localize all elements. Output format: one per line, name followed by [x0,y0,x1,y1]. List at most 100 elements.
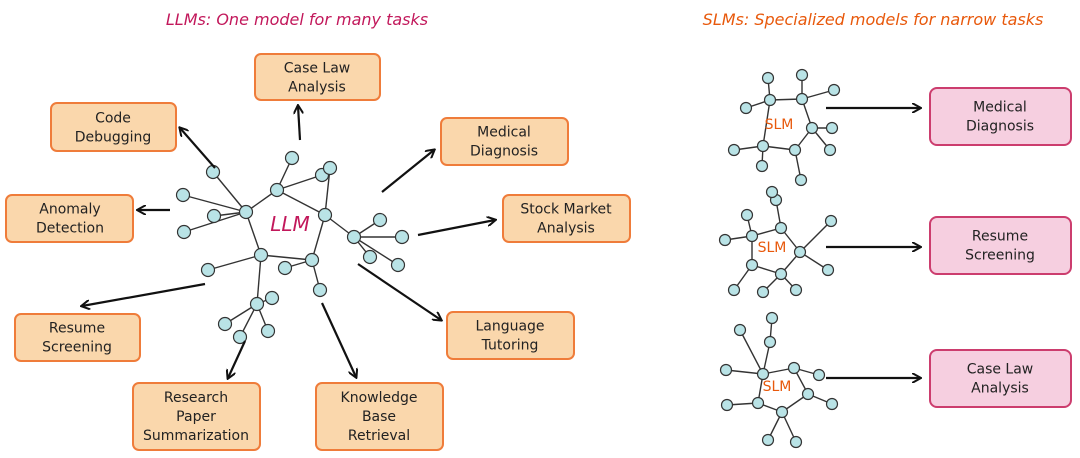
graph-node [740,208,754,222]
task-label-line: Case Law [284,61,351,77]
graph-node [394,229,410,245]
task-label-line: Knowledge [341,390,418,406]
graph-edge [212,171,247,213]
task-label-line: Resume [972,229,1028,245]
task-label-line: Base [362,409,396,425]
graph-edge [799,220,832,253]
task-label-line: Stock Market [520,202,612,218]
graph-edge [762,99,771,147]
graph-node [821,263,835,277]
graph-node [176,224,192,240]
graph-node [200,262,216,278]
task-label-line: Screening [42,340,112,356]
graph-node [372,212,388,228]
slm-title: SLMs: Specialized models for narrow task… [703,10,1044,29]
graph-node [795,68,809,82]
graph-node [739,101,753,115]
task-label-line: Debugging [75,130,152,146]
task-label-line: Medical [973,100,1027,116]
graph-node [745,229,759,243]
graph-node [264,290,280,306]
graph-node [362,249,378,265]
graph-node [733,323,747,337]
graph-node [775,405,789,419]
graph-node [205,164,221,180]
task-label-line: Detection [36,221,104,237]
graph-node [793,245,807,259]
graph-node [745,258,759,272]
arrow-to-code-debugging [180,128,216,169]
graph-node [756,285,770,299]
graph-node [787,361,801,375]
arrow-to-medical-diagnosis [381,150,434,193]
graph-node [317,207,333,223]
graph-node [249,296,265,312]
arrow-to-knowledge-base [321,302,356,377]
graph-node [346,229,362,245]
graph-node [304,252,320,268]
task-label-line: Summarization [143,428,249,444]
graph-node [795,92,809,106]
slm-network-3 [719,311,839,449]
arrow-to-research-paper [228,340,246,378]
llm-center-label: LLM [270,212,310,236]
graph-node [718,233,732,247]
graph-node [824,214,838,228]
graph-node [774,267,788,281]
graph-node [312,282,328,298]
arrow-to-case-law [298,106,300,141]
slm-network-2 [718,185,838,299]
task-label-line: Retrieval [348,428,410,444]
graph-node [794,173,808,187]
slm-network-1 [727,68,841,187]
graph-edge [324,167,331,216]
task-label-line: Analysis [288,80,346,96]
graph-node [217,316,233,332]
graph-node [727,143,741,157]
task-label-line: Anomaly [39,202,100,218]
graph-edge [207,254,262,271]
task-label-line: Paper [176,409,216,425]
graph-node [390,257,406,273]
graph-node [727,283,741,297]
graph-node [763,93,777,107]
graph-edge [260,254,313,261]
graph-edge [739,329,764,375]
task-label-line: Medical [477,125,531,141]
graph-node [765,311,779,325]
graph-node [774,221,788,235]
graph-node [277,260,293,276]
graph-node [763,335,777,349]
graph-node [823,143,837,157]
slm-label-3: SLM [763,379,792,395]
graph-node [253,247,269,263]
graph-node [756,139,770,153]
arrow-to-language-tutoring [357,263,441,320]
graph-edge [276,174,323,191]
llm-arrows [82,106,495,378]
graph-node [322,160,338,176]
task-label-line: Language [475,319,544,335]
arrow-to-stock-market [417,220,495,237]
graph-node [789,283,803,297]
graph-node [206,208,222,224]
task-label-line: Research [164,390,228,406]
graph-node [788,143,802,157]
graph-edge [245,211,262,256]
